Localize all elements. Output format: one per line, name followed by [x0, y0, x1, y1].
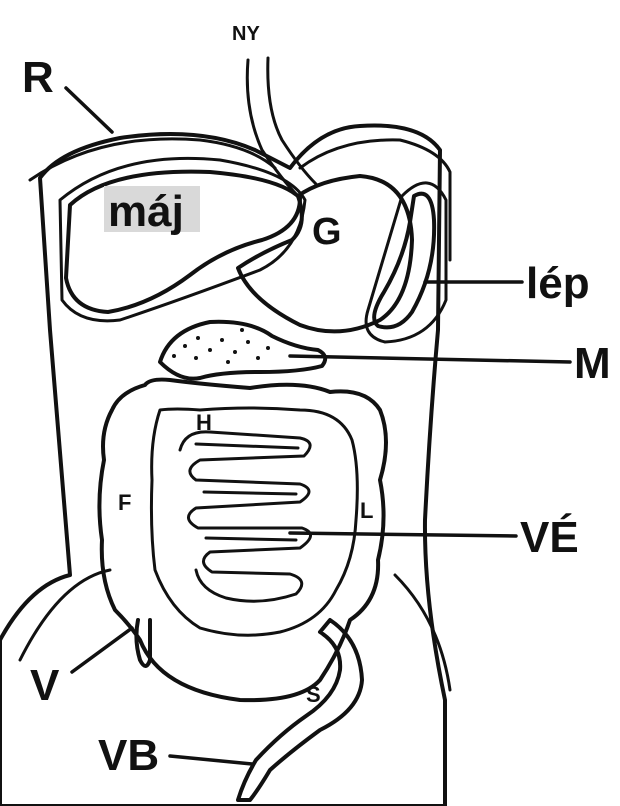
colon-ascending-label: F [118, 490, 131, 515]
pancreas-leader-line [290, 356, 570, 362]
pancreas-dots [172, 328, 270, 364]
spleen-label: lép [526, 259, 590, 308]
pancreas-label: M [574, 339, 611, 388]
rectum-label: VB [98, 731, 159, 780]
small-intestine [180, 432, 311, 601]
peritoneum-leader-line [66, 88, 112, 132]
colon-transverse-label: H [196, 410, 212, 435]
pelvis-left-curve [20, 570, 110, 660]
appendix-leader-line [72, 628, 132, 672]
pelvis-right-curve [395, 575, 450, 690]
peritoneum-label: R [22, 53, 54, 102]
small-intestine-label: VÉ [520, 512, 579, 562]
rectum-leader-line [170, 756, 252, 764]
small-intestine-leader-line [290, 533, 516, 536]
appendix-label: V [30, 661, 60, 710]
esophagus-label: NY [232, 23, 260, 45]
sigmoid-label: S [306, 682, 321, 707]
stomach-label: G [312, 211, 342, 253]
torso-outline [0, 126, 445, 806]
sigmoid-colon [238, 620, 362, 800]
liver-label: máj [108, 187, 184, 236]
colon-descending-label: L [360, 498, 373, 523]
